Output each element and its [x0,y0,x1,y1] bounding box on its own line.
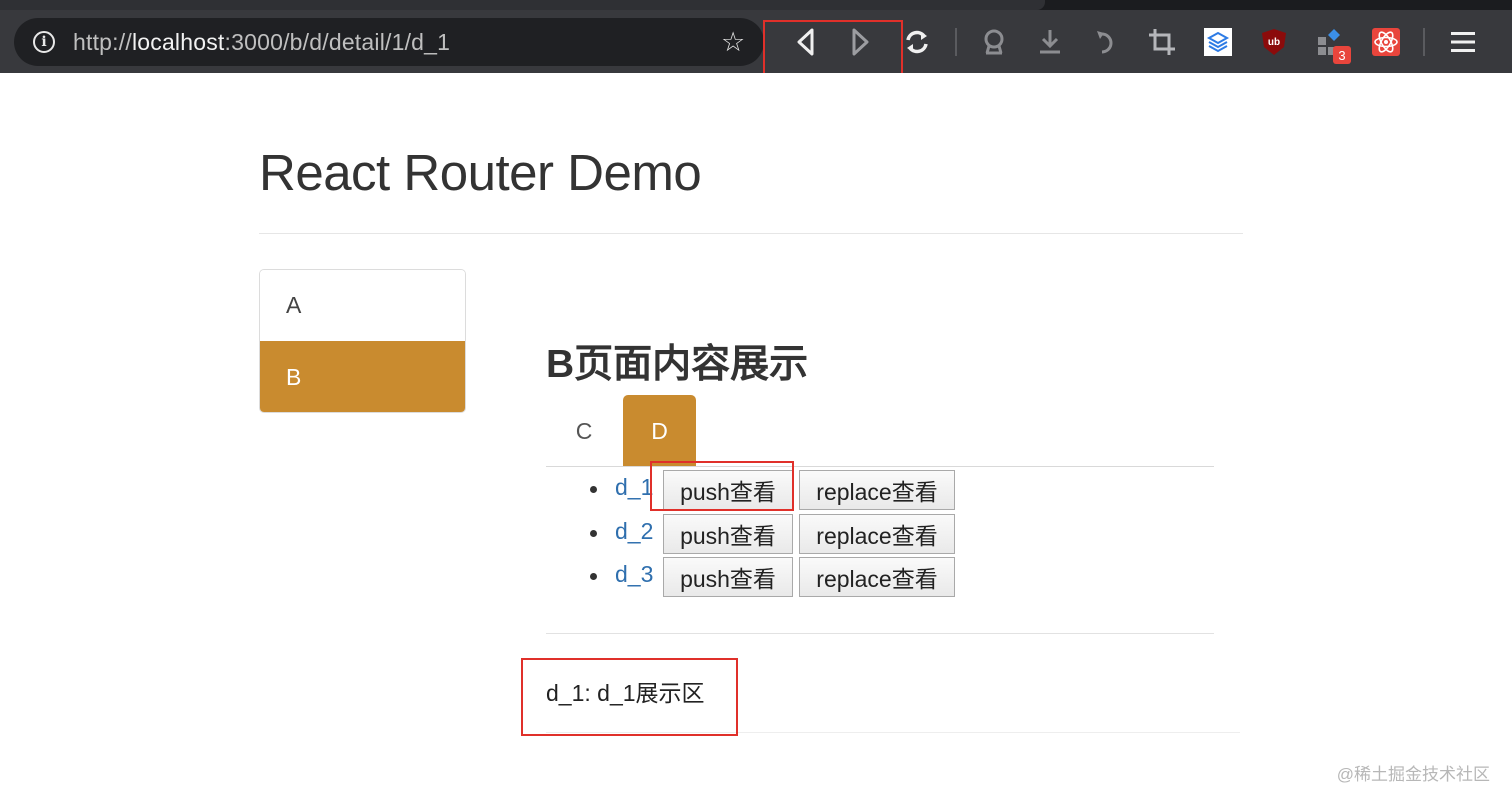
reload-icon[interactable] [900,24,934,60]
push-button-d2[interactable]: push查看 [663,513,793,554]
svg-text:ub: ub [1268,37,1280,48]
detail-link-d2[interactable]: d_2 [615,517,654,544]
nav-item-a[interactable]: A [260,270,465,341]
url-prefix: http:// [73,29,132,55]
ublock-icon[interactable]: ub [1257,24,1291,60]
tab-c[interactable]: C [575,417,593,444]
bullet [590,486,597,493]
bullet [590,573,597,580]
pocket-icon[interactable] [977,24,1011,60]
browser-toolbar: i http://localhost:3000/b/d/detail/1/d_1… [0,10,1512,77]
tabs-underline [546,466,1214,467]
sidebar-nav: A B [259,269,466,413]
forward-icon[interactable] [843,24,877,60]
watermark: @稀土掘金技术社区 [1336,765,1490,784]
active-tab[interactable] [0,0,1045,10]
detail-link-d1[interactable]: d_1 [615,474,654,500]
star-icon[interactable]: ☆ [721,27,746,57]
info-icon[interactable]: i [33,31,55,53]
replace-button-d3[interactable]: replace查看 [799,557,955,597]
extension-badge-icon[interactable]: 3 [1313,24,1351,64]
url-host: localhost [131,29,225,55]
extension-icon[interactable] [1201,24,1235,60]
push-button-d1[interactable]: push查看 [663,470,793,510]
detail-link-d3[interactable]: d_3 [615,561,654,587]
page-title: React Router Demo [259,144,702,201]
section-title: B页面内容展示 [546,343,809,386]
detail-display-text: d_1: d_1展示区 [546,680,705,706]
toolbar-separator [1423,28,1425,56]
divider [546,633,1214,634]
toolbar-separator [955,28,957,56]
bullet [590,529,597,537]
download-icon[interactable] [1033,24,1067,60]
react-devtools-icon[interactable] [1369,24,1403,60]
replace-button-d1[interactable]: replace查看 [799,470,955,510]
extension-badge: 3 [1333,46,1351,64]
undo-icon[interactable] [1089,24,1123,60]
url-text[interactable]: http://localhost:3000/b/d/detail/1/d_1 [73,29,450,56]
tab-d[interactable]: D [623,395,696,467]
back-icon[interactable] [789,24,823,60]
divider [259,233,1243,234]
tab-strip [0,0,1512,10]
crop-icon[interactable] [1145,24,1179,60]
page-content: React Router Demo A B B页面内容展示 C D d_1 pu… [0,73,1512,807]
push-button-d3[interactable]: push查看 [663,557,793,597]
nav-item-b[interactable]: B [260,341,465,412]
divider [546,732,1240,733]
replace-button-d2[interactable]: replace查看 [799,513,955,554]
menu-icon[interactable] [1446,24,1480,60]
address-bar[interactable]: i http://localhost:3000/b/d/detail/1/d_1… [14,18,764,66]
highlight-box-nav-buttons [763,20,903,77]
url-rest: :3000/b/d/detail/1/d_1 [224,29,451,55]
